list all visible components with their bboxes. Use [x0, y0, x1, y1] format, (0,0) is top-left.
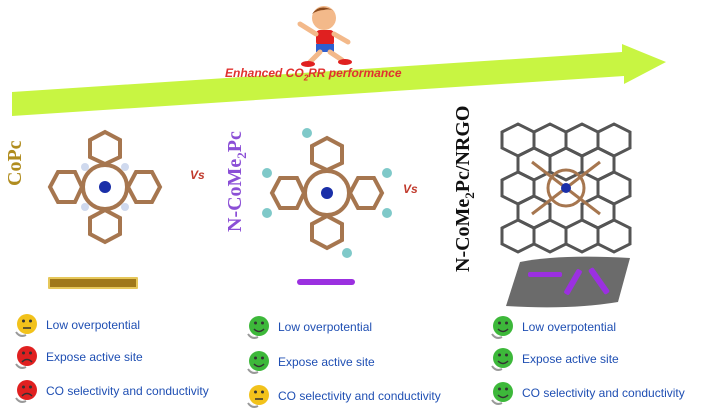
happy-face-icon [490, 314, 516, 340]
sad-face-icon [14, 344, 40, 370]
nrgo-sheet-with-rods [506, 256, 630, 308]
material-label-n-come2pc: N-CoMe2Pc [224, 131, 249, 232]
happy-face-icon [246, 349, 272, 375]
property-text: Low overpotential [522, 320, 617, 334]
property-text: Low overpotential [278, 320, 373, 334]
property-text: CO selectivity and conductivity [46, 384, 209, 398]
nrgo-sheet-molecule [500, 122, 632, 254]
property-text: Low overpotential [46, 318, 141, 332]
copc-bar [48, 277, 138, 289]
happy-face-icon [490, 380, 516, 406]
n-come2pc-bar [297, 279, 355, 285]
property-row: CO selectivity and conductivity [246, 383, 441, 409]
copc-molecule [47, 129, 163, 245]
n-come2pc-molecule [262, 128, 392, 258]
property-text: Expose active site [522, 352, 619, 366]
property-text: Expose active site [46, 350, 143, 364]
neutral-face-icon [246, 383, 272, 409]
property-text: CO selectivity and conductivity [278, 389, 441, 403]
happy-face-icon [246, 314, 272, 340]
vs-label-2: Vs [403, 182, 418, 196]
vs-label-1: Vs [190, 168, 205, 182]
property-row: Low overpotential [490, 314, 616, 340]
sad-face-icon [14, 378, 40, 404]
property-text: Expose active site [278, 355, 375, 369]
property-row: Expose active site [246, 349, 375, 375]
happy-face-icon [490, 346, 516, 372]
running-boy-illustration [297, 6, 352, 67]
property-row: Low overpotential [246, 314, 372, 340]
property-row: Expose active site [14, 344, 143, 370]
arrow-label: Enhanced CO2RR performance [225, 66, 402, 83]
property-row: CO selectivity and conductivity [14, 378, 209, 404]
property-row: Low overpotential [14, 312, 140, 338]
property-text: CO selectivity and conductivity [522, 386, 685, 400]
property-row: CO selectivity and conductivity [490, 380, 685, 406]
property-row: Expose active site [490, 346, 619, 372]
material-label-copc: CoPc [4, 140, 26, 186]
performance-arrow [12, 44, 666, 116]
neutral-face-icon [14, 312, 40, 338]
material-label-n-come2pc-nrgo: N-CoMe2Pc/NRGO [452, 105, 477, 272]
